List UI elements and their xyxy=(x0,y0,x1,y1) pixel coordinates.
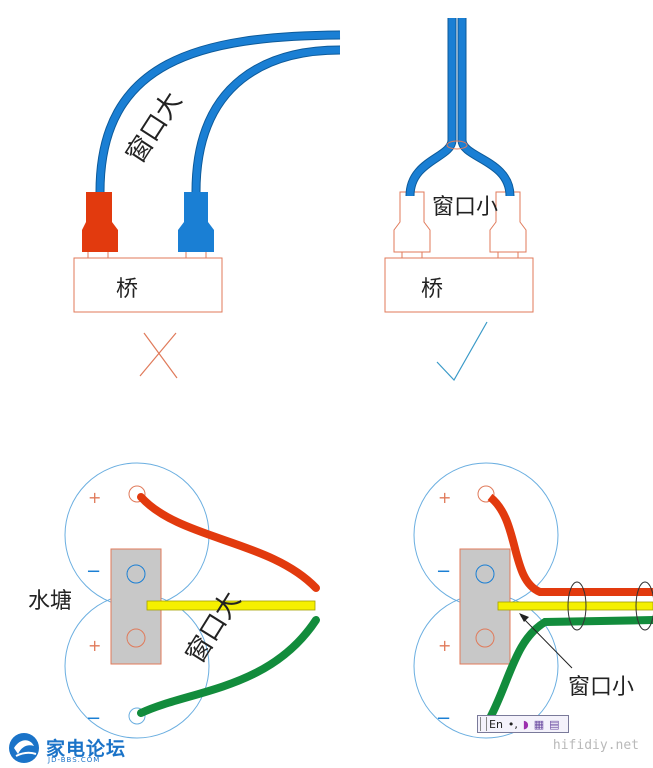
clamp-ring xyxy=(446,140,468,150)
watermark: hifidiy.net xyxy=(552,738,639,753)
blue-wire-split-left-fill xyxy=(406,18,456,197)
ime-menu-icon[interactable]: ▤ xyxy=(549,717,560,731)
ime-grip-handle[interactable] xyxy=(480,717,487,731)
pointer-arrowhead xyxy=(519,613,529,622)
yellow-wire-left xyxy=(146,600,316,611)
red-wire-left xyxy=(137,493,320,592)
green-wire-right xyxy=(486,616,653,720)
logo-emblem-icon xyxy=(9,733,39,763)
ime-lang-button[interactable]: En xyxy=(489,717,503,731)
minus-sign-top-left: − xyxy=(86,561,101,582)
blue-connector xyxy=(178,192,214,252)
cross-icon xyxy=(139,332,178,379)
tie-ring-1 xyxy=(567,581,587,631)
blue-wire-split-right xyxy=(457,18,515,197)
site-logo: 家电论坛 JD-BBS.COM xyxy=(6,734,136,766)
minus-sign-bottom-left: − xyxy=(86,708,101,729)
outline-connector-right xyxy=(489,191,527,253)
plus-sign-bottom-right: + xyxy=(438,636,451,655)
blue-wire-inner xyxy=(191,45,341,193)
tie-ring-2 xyxy=(635,581,653,631)
red-wire-right xyxy=(487,493,653,596)
small-opening-label-top: 窗口小 xyxy=(432,195,498,220)
bottom-left-diagram: + − + − 水塘 窗口大 xyxy=(28,462,320,739)
plus-sign-top-right: + xyxy=(438,488,451,507)
big-opening-label-bottom: 窗口大 xyxy=(180,587,247,669)
bridge-tab-left-1 xyxy=(87,250,109,259)
minus-sign-bottom-right: − xyxy=(436,708,451,729)
blue-wire-outer-fill xyxy=(96,31,341,193)
plate-hole-red-right xyxy=(475,628,495,648)
top-left-diagram: 桥 窗口大 xyxy=(73,30,341,379)
plus-sign-bottom-left: + xyxy=(88,636,101,655)
bridge-label-left: 桥 xyxy=(116,277,138,302)
ime-toolbar[interactable]: En •, ◗ ▦ ▤ xyxy=(477,715,569,733)
ime-keyboard-icon[interactable]: ▦ xyxy=(533,717,545,731)
bridge-box-right xyxy=(384,257,534,313)
minus-sign-top-right: − xyxy=(436,561,451,582)
pond-label: 水塘 xyxy=(28,589,72,614)
plus-sign-top-left: + xyxy=(88,488,101,507)
ime-moon-icon[interactable]: ◗ xyxy=(522,717,529,731)
logo-text: 家电论坛 xyxy=(46,738,127,760)
yellow-wire-right xyxy=(497,601,653,611)
plate-hole-blue-right xyxy=(475,564,495,584)
small-opening-label-bottom: 窗口小 xyxy=(568,675,634,700)
small-opening-pointer xyxy=(520,615,573,669)
blue-wire-inner-fill xyxy=(192,46,341,193)
bridge-label-right: 桥 xyxy=(421,277,443,302)
plate-hole-blue-left xyxy=(126,564,146,584)
red-connector xyxy=(82,192,118,252)
ime-punct-button[interactable]: •, xyxy=(507,717,518,731)
bottom-right-diagram: + − + − 窗口小 xyxy=(413,462,653,739)
blue-wire-outer xyxy=(95,30,341,193)
logo-subtext: JD-BBS.COM xyxy=(48,756,101,764)
bridge-box-left xyxy=(73,257,223,313)
plate-hole-red-left xyxy=(126,628,146,648)
green-wire-left xyxy=(137,616,320,717)
bridge-tab-left-2 xyxy=(185,250,207,259)
check-icon xyxy=(436,321,488,382)
top-right-diagram: 桥 窗口小 xyxy=(384,18,534,382)
outline-connector-left xyxy=(393,191,431,253)
